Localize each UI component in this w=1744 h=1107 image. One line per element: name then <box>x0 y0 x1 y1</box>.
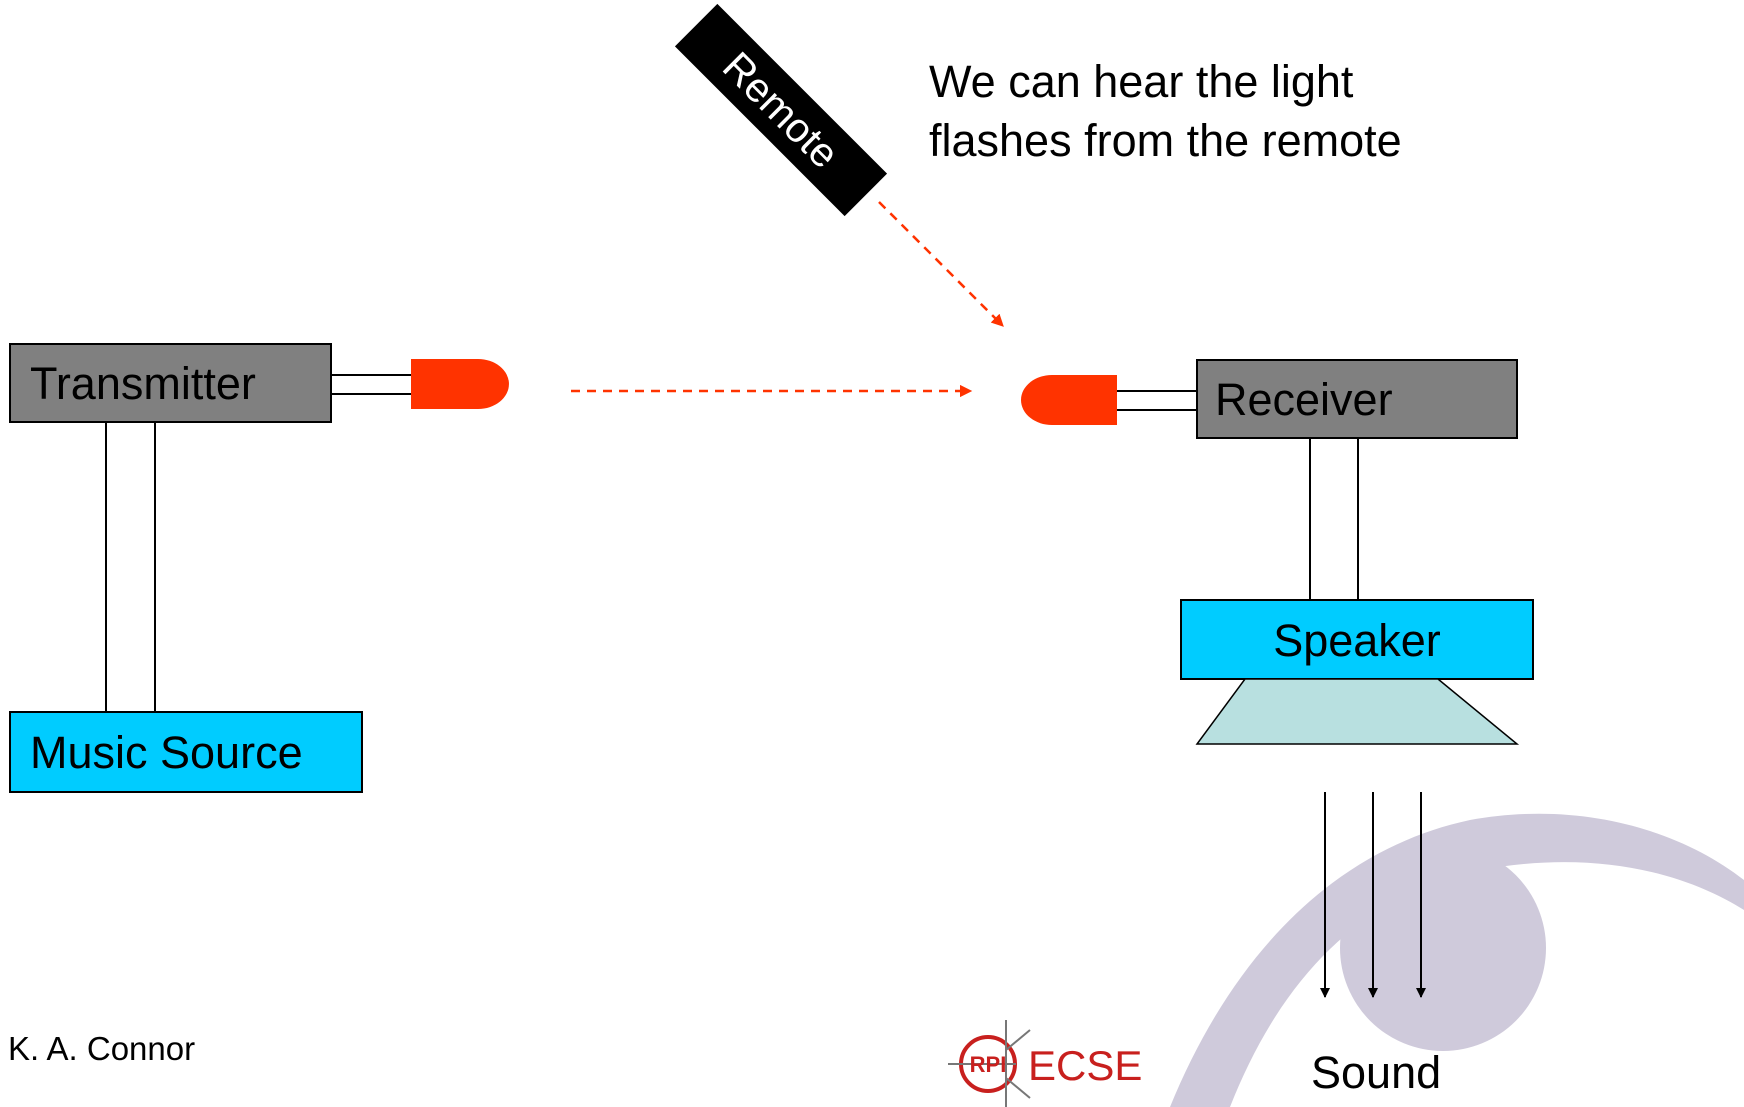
transmitter-led <box>411 359 509 409</box>
speaker-label: Speaker <box>1273 615 1441 666</box>
annotation-line-1: We can hear the light <box>929 56 1354 107</box>
transmitter-music-wire <box>105 422 156 712</box>
remote: Remote <box>674 3 888 217</box>
receiver-led-wire <box>1117 390 1197 411</box>
speaker-box <box>1180 599 1534 680</box>
logo-ecse-text: ECSE <box>1028 1042 1142 1089</box>
receiver-box <box>1196 359 1518 439</box>
rpi-ecse-logo: RPI ECSE <box>948 1020 1142 1107</box>
logo-rpi-text: RPI <box>970 1052 1007 1077</box>
sound-arrows <box>1320 792 1426 998</box>
music-source-box <box>9 711 363 793</box>
remote-label: Remote <box>714 43 848 177</box>
footer-author: K. A. Connor <box>8 1030 195 1067</box>
receiver: Receiver <box>1196 359 1518 439</box>
transmitter: Transmitter <box>9 343 332 423</box>
receiver-speaker-wire <box>1309 438 1359 600</box>
transmitter-box <box>9 343 332 423</box>
speaker-cone <box>1195 678 1520 745</box>
remote-signal-arrow <box>878 201 1004 327</box>
music-source-label: Music Source <box>30 727 303 778</box>
annotation-line-2: flashes from the remote <box>929 115 1402 166</box>
transmitter-label: Transmitter <box>30 358 256 409</box>
sound-label: Sound <box>1311 1047 1441 1098</box>
receiver-led <box>1021 375 1117 425</box>
transmitter-led-wire <box>331 374 413 395</box>
annotation-text: We can hear the light flashes from the r… <box>929 56 1402 166</box>
watermark-logo <box>1170 813 1744 1107</box>
speaker: Speaker <box>1180 599 1534 680</box>
music-source: Music Source <box>9 711 363 793</box>
remote-body <box>674 3 888 217</box>
receiver-label: Receiver <box>1215 374 1393 425</box>
